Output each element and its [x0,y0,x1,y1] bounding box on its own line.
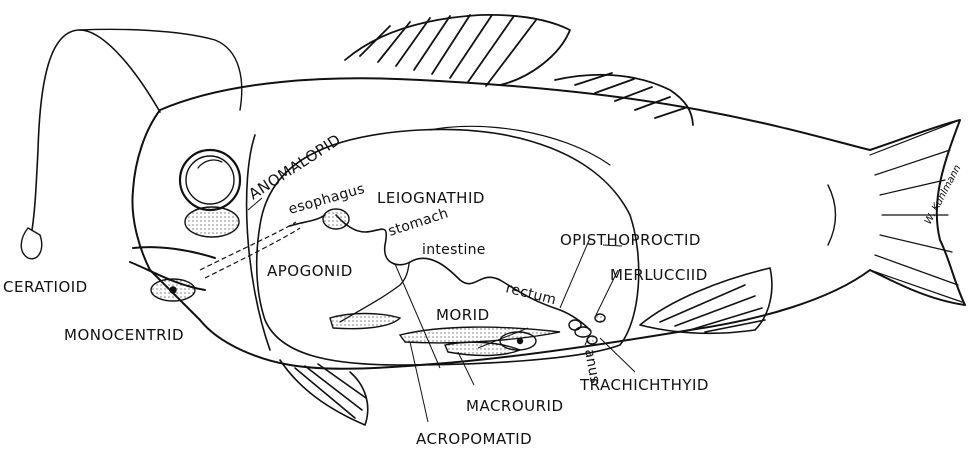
label-macrourid: MACROURID [466,397,564,415]
label-leiognathid: LEIOGNATHID [377,189,485,207]
label-acropomatid: ACROPOMATID [416,430,532,448]
fish-body [130,78,965,368]
label-stomach: stomach [386,205,450,239]
label-intestine: intestine [422,242,486,258]
label-opisthoproctid: OPISTHOPROCTID [560,231,701,249]
label-ceratioid: CERATIOID [3,278,88,296]
pelvic-fin [280,360,368,425]
tail-fin [870,122,962,302]
label-merlucciid: MERLUCCIID [610,266,708,284]
label-trachichthyid: TRACHICHTHYID [579,376,709,394]
label-morid: MORID [436,306,490,324]
label-rectum: rectum [504,280,558,308]
leiognathid-organ [323,209,349,229]
eye [180,150,240,210]
label-apogonid: APOGONID [267,262,353,280]
label-monocentrid: MONOCENTRID [64,326,184,344]
dorsal-fin [345,15,693,125]
